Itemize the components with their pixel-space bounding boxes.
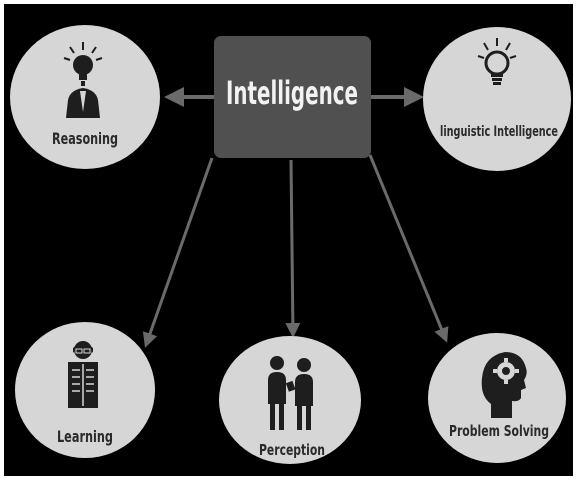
businessman-lightbulb-icon [63, 42, 103, 118]
node-problem-solving: Problem Solving [428, 333, 566, 463]
arrow-to-perception [285, 159, 301, 338]
node-learning: Learning [15, 322, 155, 458]
lightbulb-icon [477, 38, 517, 85]
reading-person-icon [68, 341, 98, 408]
arrow-to-problem-solving [368, 154, 449, 343]
head-with-gear-icon [481, 352, 527, 418]
center-node: Intelligence [214, 36, 371, 158]
node-perception: Perception [219, 336, 361, 464]
node-learning-label: Learning [57, 427, 113, 446]
node-problem-solving-label: Problem Solving [449, 422, 549, 440]
node-linguistic-label: linguistic Intelligence [440, 124, 558, 140]
node-reasoning: Reasoning [10, 25, 160, 169]
node-linguistic-circle [423, 27, 571, 171]
arrow-to-learning [142, 157, 214, 348]
node-perception-circle [219, 336, 361, 464]
node-perception-label: Perception [259, 441, 325, 459]
node-reasoning-label: Reasoning [52, 129, 118, 148]
two-people-talking-icon [268, 356, 313, 430]
connectors [142, 87, 449, 348]
center-box [214, 36, 371, 158]
center-label: Intelligence [226, 74, 358, 112]
node-linguistic: linguistic Intelligence [423, 27, 571, 171]
